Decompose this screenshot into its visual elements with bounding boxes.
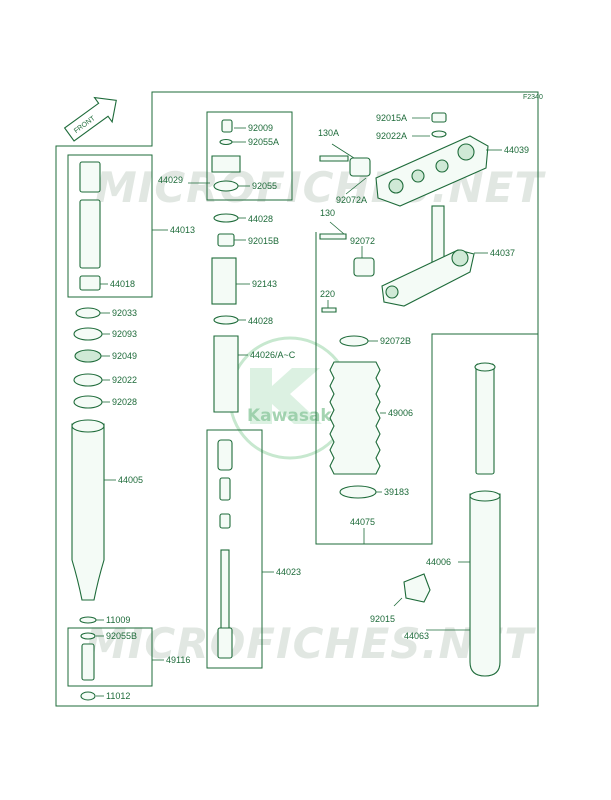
part-label-92015a: 92015A xyxy=(376,113,407,123)
assembly-frame xyxy=(55,91,539,707)
part-label-92055b: 92055B xyxy=(106,631,137,641)
watermark-bottom: MICROFICHES.NET xyxy=(85,619,536,668)
part-label-44018: 44018 xyxy=(110,279,135,289)
part-label-130a: 130A xyxy=(318,128,339,138)
part-label-92015: 92015 xyxy=(370,614,395,624)
part-label-39183: 39183 xyxy=(384,487,409,497)
part-label-130: 130 xyxy=(320,208,335,218)
part-label-11012: 11012 xyxy=(106,691,130,701)
dust-boot xyxy=(329,335,381,499)
part-label-92143: 92143 xyxy=(252,279,277,289)
front-arrow-icon: FRONT xyxy=(63,96,117,142)
bolt-frame xyxy=(67,627,153,687)
boot-frame xyxy=(315,232,538,545)
part-label-92009: 92009 xyxy=(248,123,273,133)
cartridge-frame xyxy=(206,429,263,669)
part-label-44028-upper: 44028 xyxy=(248,214,273,224)
part-label-92093: 92093 xyxy=(112,329,137,339)
part-label-44037: 44037 xyxy=(490,248,515,258)
figure-code: F2340 xyxy=(523,94,543,101)
part-label-92022: 92022 xyxy=(112,375,137,385)
part-label-44063: 44063 xyxy=(404,631,429,641)
part-label-44005: 44005 xyxy=(118,475,143,485)
part-label-44075: 44075 xyxy=(350,517,375,527)
top-cap-parts xyxy=(211,119,241,413)
part-label-44013: 44013 xyxy=(170,225,195,235)
part-labels: 92015A 92022A 130A 44039 92072A 130 9207… xyxy=(106,113,529,701)
part-label-11009: 11009 xyxy=(106,615,130,625)
part-label-92028: 92028 xyxy=(112,397,137,407)
part-label-92055: 92055 xyxy=(252,181,277,191)
cap-frame xyxy=(206,111,293,201)
cartridge-parts xyxy=(217,439,233,659)
upper-bracket-group xyxy=(319,112,489,207)
part-label-92072: 92072 xyxy=(350,236,375,246)
part-label-92072a: 92072A xyxy=(336,195,367,205)
part-label-92072b: 92072B xyxy=(380,336,411,346)
inner-tube-frame xyxy=(67,154,153,298)
bolt-parts xyxy=(80,632,96,701)
part-label-44006: 44006 xyxy=(426,557,451,567)
part-label-220: 220 xyxy=(320,289,335,299)
part-label-92033: 92033 xyxy=(112,308,137,318)
part-label-44029: 44029 xyxy=(158,175,183,185)
leader-lines xyxy=(96,117,502,697)
part-label-49116: 49116 xyxy=(166,655,190,665)
part-label-49006: 49006 xyxy=(388,408,413,418)
part-label-44023: 44023 xyxy=(276,567,301,577)
right-fork-leg xyxy=(403,362,501,677)
part-label-92015b: 92015B xyxy=(248,236,279,246)
logo-text: Kawasaki xyxy=(247,406,338,426)
part-label-44028-lower: 44028 xyxy=(248,316,273,326)
left-fork-parts xyxy=(71,161,105,624)
part-label-92022a: 92022A xyxy=(376,131,407,141)
lower-bracket-group xyxy=(319,205,475,313)
part-label-92049: 92049 xyxy=(112,351,137,361)
part-label-92055a: 92055A xyxy=(248,137,279,147)
part-label-44026: 44026/A~C xyxy=(250,350,296,360)
part-label-44039: 44039 xyxy=(504,145,529,155)
